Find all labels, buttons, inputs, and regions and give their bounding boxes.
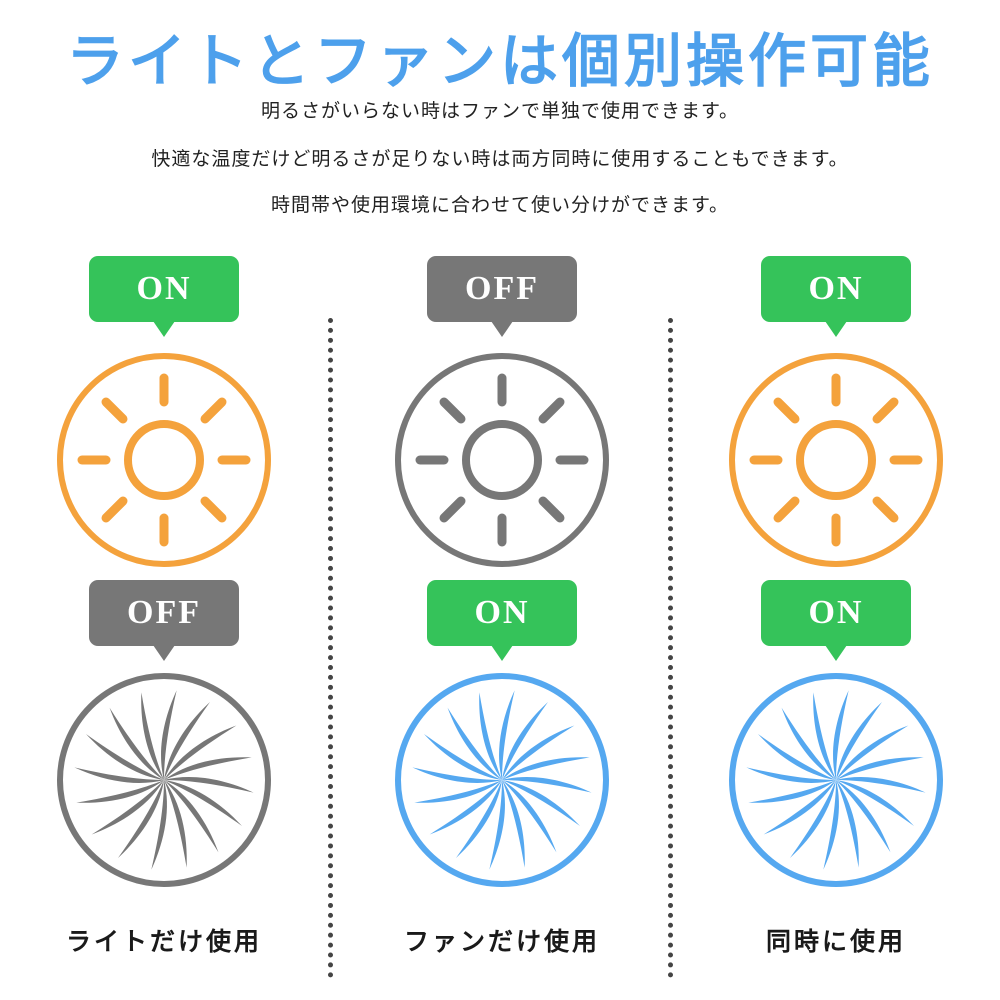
light-status-badge: OFF <box>427 256 577 337</box>
column-fan-only: OFF ON ファンだけ使用 <box>394 0 724 1000</box>
fan-status-badge: OFF <box>89 580 239 661</box>
column-divider-2 <box>668 318 673 978</box>
description-line-2: 快適な温度だけど明るさが足りない時は両方同時に使用することもできます。 <box>151 148 849 170</box>
fan-icon <box>729 673 943 887</box>
sun-icon <box>57 353 271 567</box>
fan-icon <box>57 673 271 887</box>
mode-caption: ライトだけ使用 <box>65 927 262 956</box>
fan-icon <box>395 673 609 887</box>
description-line-3: 時間帯や使用環境に合わせて使い分けができます。 <box>270 194 730 216</box>
fan-status-badge: ON <box>427 580 577 661</box>
sun-icon <box>729 353 943 567</box>
light-status-badge: ON <box>89 256 239 337</box>
mode-caption: 同時に使用 <box>765 927 906 956</box>
sun-icon <box>395 353 609 567</box>
page-title: ライトとファンは個別操作可能 <box>65 27 934 95</box>
mode-caption: ファンだけ使用 <box>403 927 600 956</box>
description-line-1: 明るさがいらない時はファンで単独で使用できます。 <box>260 100 740 122</box>
fan-status-badge: ON <box>761 580 911 661</box>
column-light-only: ON OFF ライトだけ使用 <box>56 0 386 1000</box>
light-status-badge: ON <box>761 256 911 337</box>
column-both: ON ON 同時に使用 <box>728 0 1000 1000</box>
column-divider-1 <box>328 318 333 978</box>
